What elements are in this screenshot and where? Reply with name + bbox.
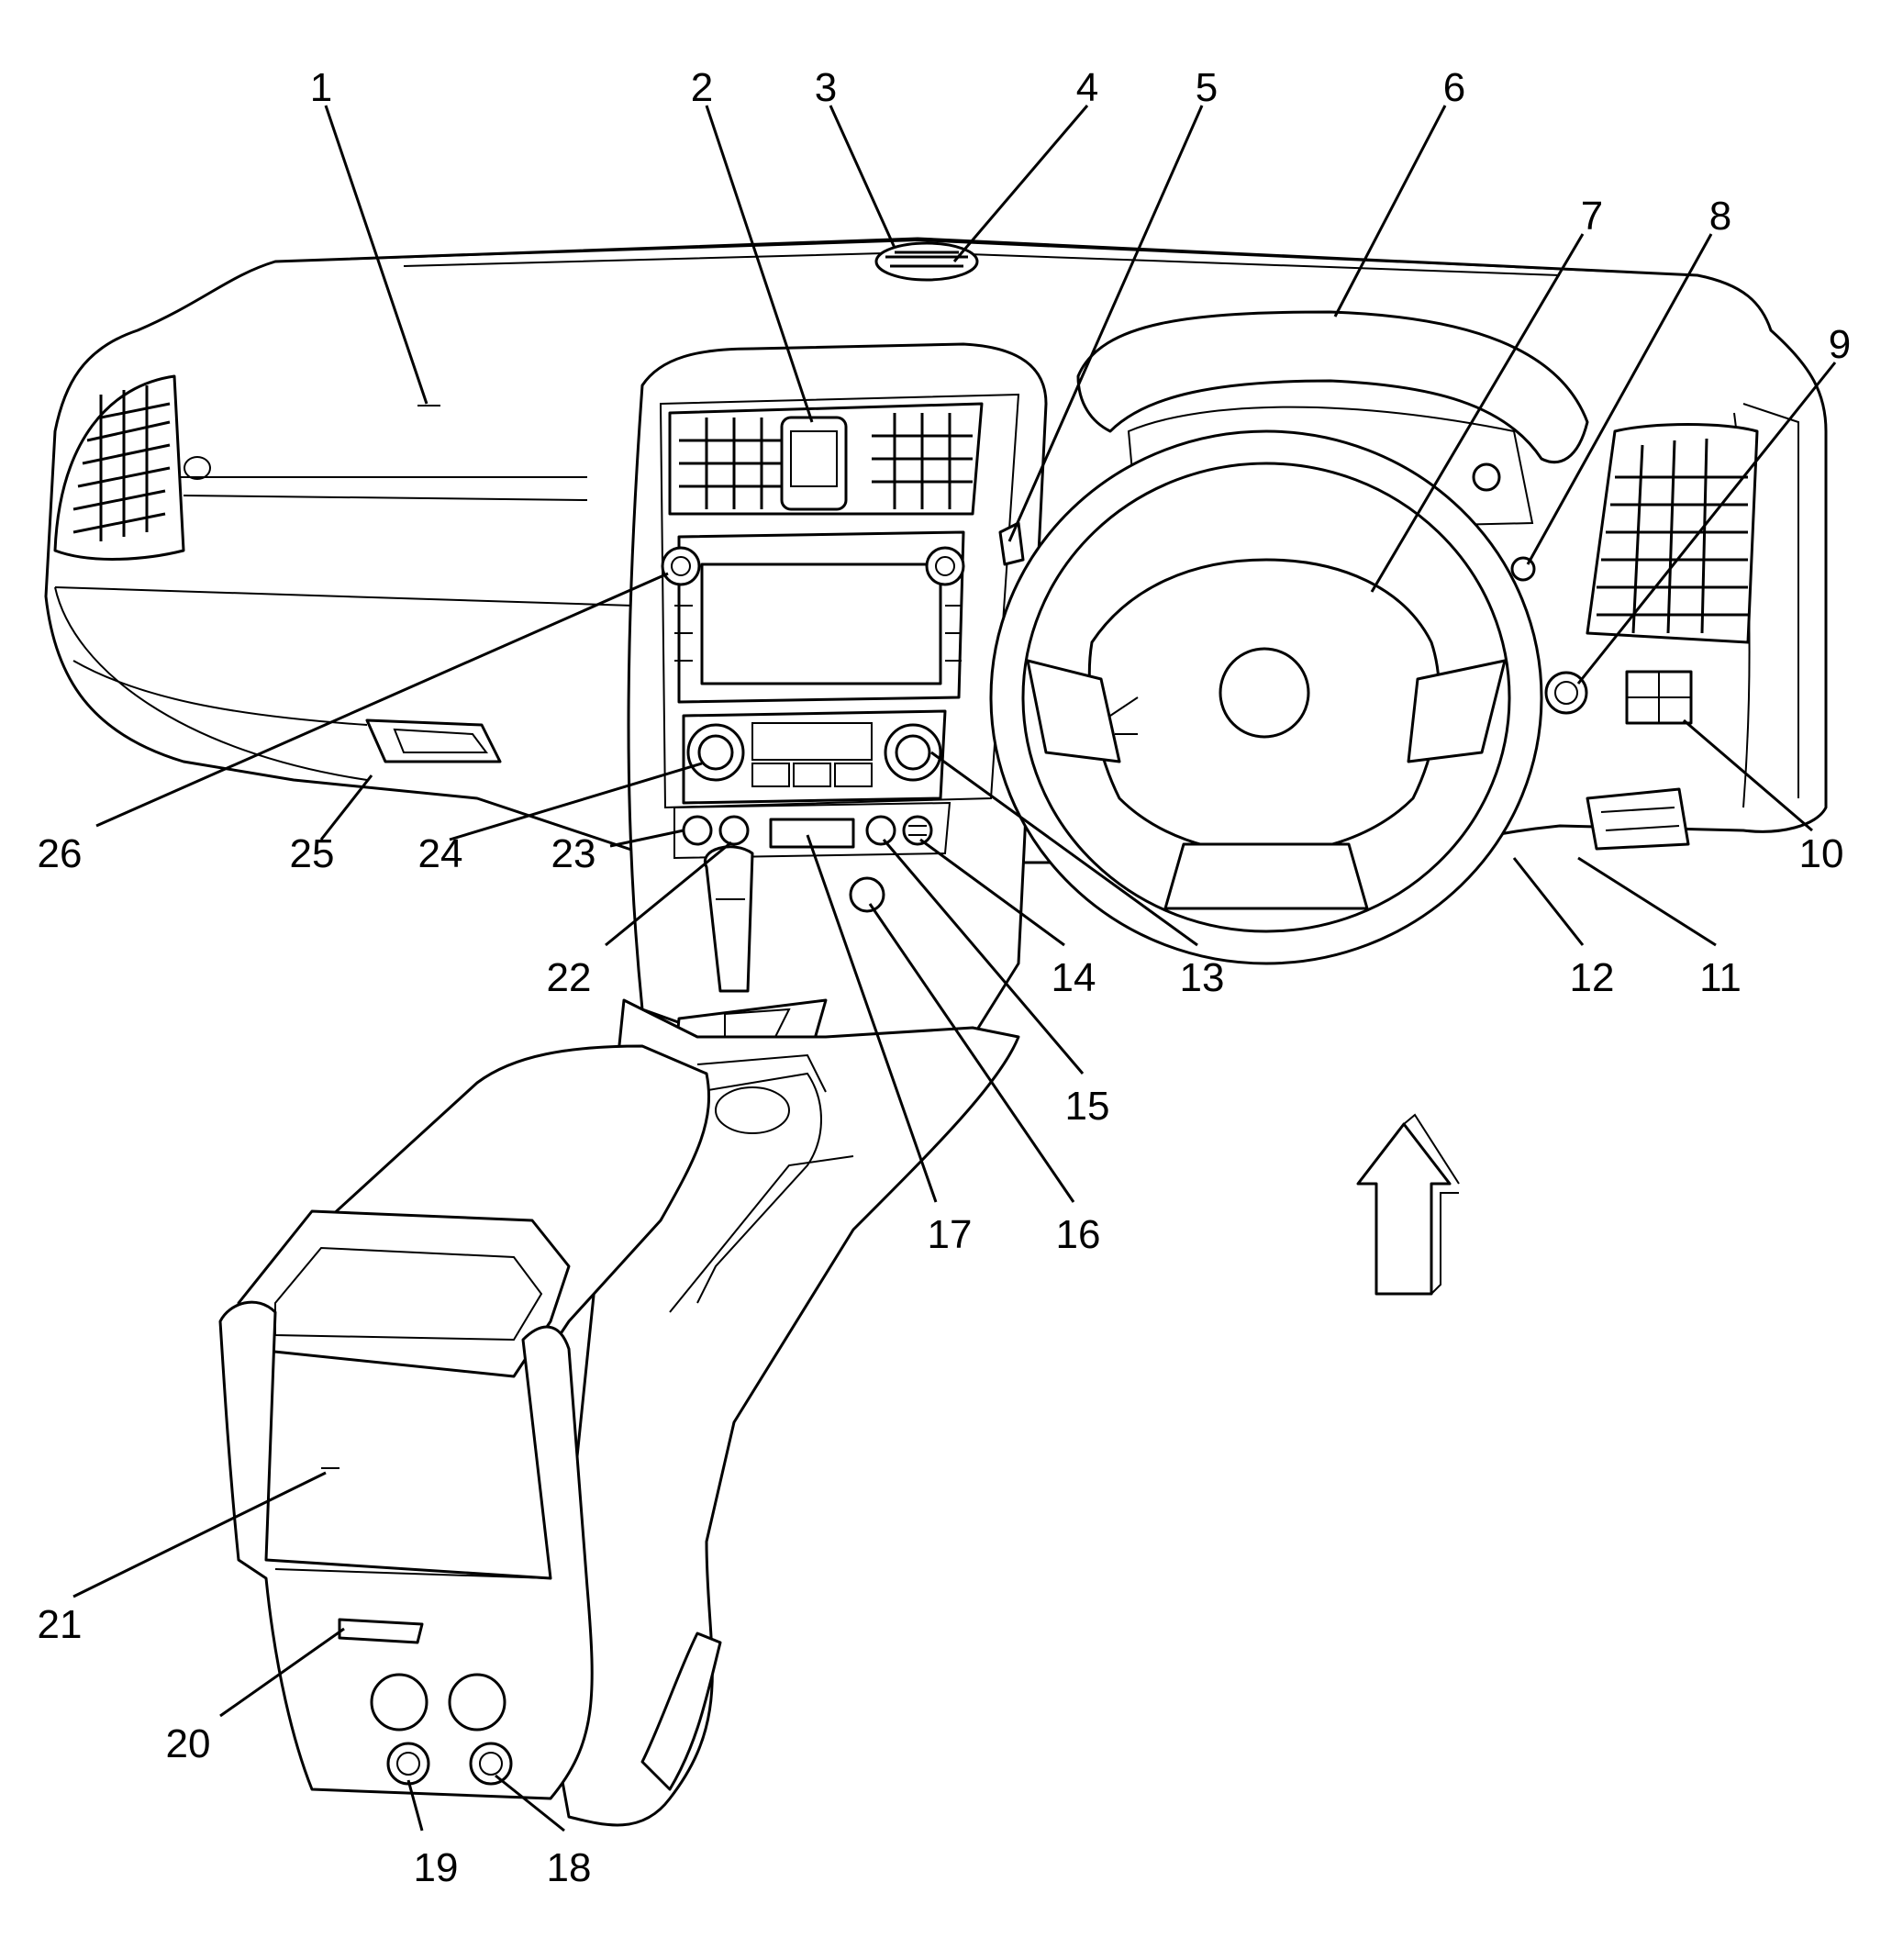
callout-2: 2 [691,65,713,110]
forward-direction-arrow [1356,1113,1460,1296]
callout-4: 4 [1076,65,1098,110]
glove-box [54,586,502,781]
callout-13: 13 [1180,955,1225,1000]
callout-12: 12 [1570,955,1615,1000]
floor-console [218,998,1020,1827]
left-air-vent [53,374,185,561]
callout-24: 24 [418,831,463,876]
callout-16: 16 [1056,1212,1101,1257]
callout-1: 1 [310,65,332,110]
right-air-vent [1586,423,1759,644]
callout-21: 21 [38,1602,83,1647]
callout-19: 19 [414,1845,459,1890]
callout-20: 20 [166,1721,211,1766]
instrument-cluster [1076,310,1589,534]
passenger-sensor [184,456,211,480]
callout-14: 14 [1052,955,1096,1000]
callout-8: 8 [1709,194,1731,239]
mirror-control-switch [1625,670,1693,725]
headlamp-switch [998,521,1025,566]
callout-15: 15 [1065,1084,1110,1129]
callout-10: 10 [1799,831,1844,876]
callout-26: 26 [38,831,83,876]
callout-6: 6 [1443,65,1465,110]
rear-defog-switch [1544,671,1588,715]
defroster-grille [874,241,979,282]
callout-3: 3 [815,65,837,110]
callout-7: 7 [1581,194,1603,239]
steering-wheel [989,429,1543,965]
callout-11: 11 [1699,955,1742,1000]
callout-9: 9 [1829,322,1851,367]
callout-labels: 1 2 3 4 5 6 7 8 9 10 11 12 13 14 15 16 1… [38,65,1852,1890]
callout-23: 23 [551,831,596,876]
callout-25: 25 [290,831,335,876]
leader-lines [72,105,1837,1832]
knee-bolster-vent [1586,787,1690,851]
callout-17: 17 [928,1212,973,1257]
callout-18: 18 [547,1845,592,1890]
callout-5: 5 [1196,65,1218,110]
center-stack [627,342,1048,1063]
callout-22: 22 [547,955,592,1000]
